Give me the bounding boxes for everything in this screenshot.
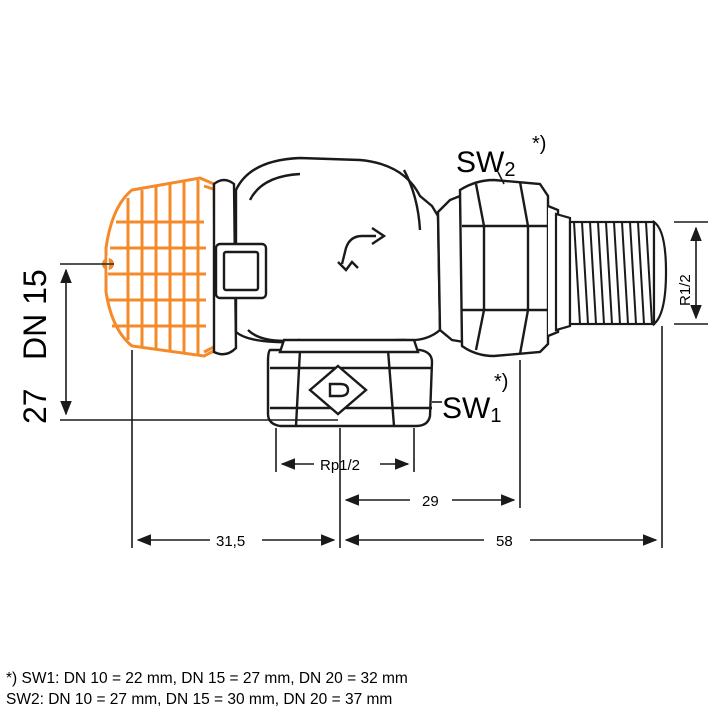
dim-58-label: 58	[496, 533, 513, 550]
sw1-asterisk: *)	[494, 371, 508, 393]
dimension-labels: SW2 *) SW1 *) DN 15 27 R1/2 Rp1/2 29 31,…	[17, 133, 694, 550]
valve-body	[212, 156, 442, 428]
footnotes: *) SW1: DN 10 = 22 mm, DN 15 = 27 mm, DN…	[6, 668, 716, 710]
threaded-tailpiece	[554, 212, 668, 332]
sw2-label: SW2	[456, 146, 515, 181]
dim-31-5-label: 31,5	[216, 533, 245, 550]
manufacturer-logo-icon	[308, 364, 368, 416]
thermostat-cap-knob	[100, 176, 218, 358]
flow-direction-arrow-icon	[337, 227, 387, 272]
dimension-lines	[60, 171, 708, 548]
footnote-sw2: SW2: DN 10 = 27 mm, DN 15 = 30 mm, DN 20…	[6, 691, 393, 708]
footnote-sw1: *) SW1: DN 10 = 22 mm, DN 15 = 27 mm, DN…	[6, 670, 408, 687]
dim-27-label: 27	[17, 388, 53, 424]
union-nut-sw2	[436, 178, 560, 358]
sw1-label: SW1	[442, 392, 501, 427]
dn15-label: DN 15	[17, 269, 53, 360]
sw2-asterisk: *)	[532, 133, 546, 155]
dim-29-label: 29	[422, 493, 439, 510]
rp-half-label: Rp1/2	[320, 457, 360, 474]
r-half-label: R1/2	[677, 274, 694, 306]
